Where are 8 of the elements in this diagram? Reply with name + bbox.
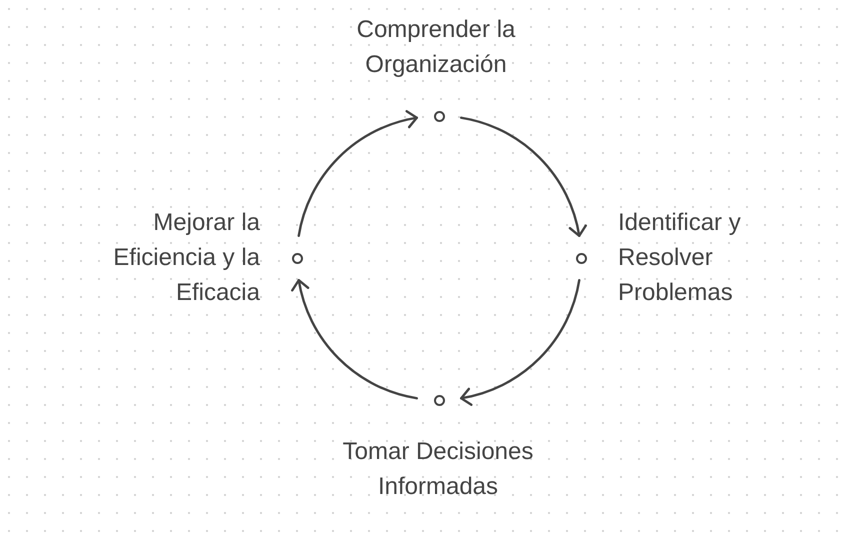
stage-label: Comprender la Organización — [356, 15, 516, 80]
stage-label: Mejorar la Eficiencia y la Eficacia — [112, 208, 260, 308]
stage-label: Identificar y Resolver Problemas — [618, 208, 742, 308]
curved-arrow — [460, 116, 586, 237]
curved-arrow — [460, 279, 580, 406]
curved-arrow — [292, 279, 418, 400]
stage-label: Tomar Decisiones Informadas — [342, 437, 534, 502]
curved-arrow — [298, 110, 418, 237]
